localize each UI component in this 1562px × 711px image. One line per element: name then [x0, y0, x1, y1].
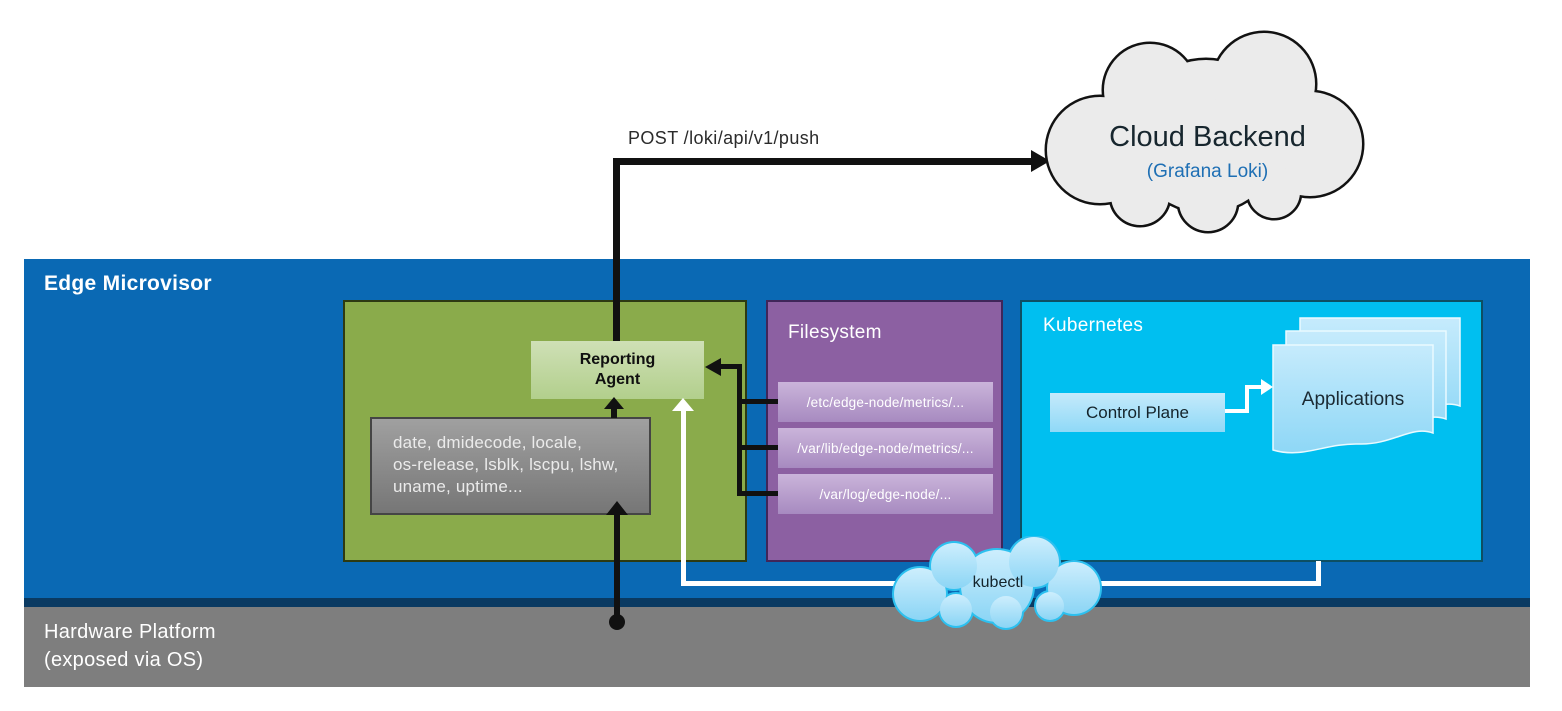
fs-stub-var-log [740, 491, 778, 496]
applications-label: Applications [1301, 389, 1405, 410]
cmd-ra-arrowhead-icon [604, 397, 624, 409]
post-endpoint-label: POST /loki/api/v1/push [628, 128, 820, 148]
os-commands-line1: date, dmidecode, locale, [393, 433, 583, 452]
kubectl-connector-left [681, 409, 686, 586]
filesystem-path-var-lib: /var/lib/edge-node/metrics/... [778, 428, 993, 468]
cloud-backend-title: Cloud Backend [1109, 121, 1306, 153]
hardware-platform-line1: Hardware Platform [44, 621, 216, 643]
control-plane-label: Control Plane [1085, 402, 1189, 422]
cloud-backend-subtitle: (Grafana Loki) [1146, 161, 1269, 182]
fs-arrowhead-icon [705, 358, 721, 376]
kubectl-cloud-icon [892, 536, 1102, 630]
os-commands-box: date, dmidecode, locale, os-release, lsb… [370, 417, 651, 515]
reporting-agent-box: Reporting Agent [531, 341, 704, 399]
edge-microvisor-title: Edge Microvisor [44, 272, 212, 295]
cloud-backend-icon [1044, 30, 1365, 234]
hardware-platform-title: Hardware Platform (exposed via OS) [44, 618, 216, 674]
cp-apps-arrowhead-icon [1261, 379, 1273, 395]
os-commands-line3: uname, uptime... [393, 477, 523, 496]
kubectl-label: kubectl [972, 574, 1024, 591]
control-plane-box: Control Plane [1050, 393, 1225, 432]
filesystem-path-etc: /etc/edge-node/metrics/... [778, 382, 993, 422]
cp-apps-arrow-seg2 [1245, 385, 1249, 413]
hardware-platform-line2: (exposed via OS) [44, 649, 204, 671]
os-commands-line2: os-release, lsblk, lscpu, lshw, [393, 455, 619, 474]
navy-divider-strip [24, 598, 1530, 607]
cp-apps-arrow-seg1 [1225, 409, 1249, 413]
kubectl-arrowhead-icon [672, 398, 694, 411]
fs-stub-etc [740, 399, 778, 404]
reporting-agent-label: Reporting Agent [579, 351, 656, 388]
filesystem-path-var-log: /var/log/edge-node/... [778, 474, 993, 514]
fs-connector-vertical [737, 364, 742, 496]
cp-apps-arrow-seg3 [1245, 385, 1262, 389]
filesystem-title: Filesystem [788, 322, 882, 343]
cmd-ra-arrow-stem [611, 408, 617, 418]
applications-stack-icon [1272, 317, 1461, 454]
fs-stub-var-lib [740, 445, 778, 450]
kubectl-connector-right [1316, 561, 1321, 585]
hw-arrowhead-icon [606, 501, 628, 515]
hw-arrow-stem [614, 513, 620, 623]
hardware-platform-band [24, 607, 1530, 687]
post-arrow-vertical [613, 158, 620, 341]
kubernetes-title: Kubernetes [1043, 315, 1144, 336]
post-arrow-horizontal [613, 158, 1033, 165]
fs-connector-top [719, 364, 742, 369]
